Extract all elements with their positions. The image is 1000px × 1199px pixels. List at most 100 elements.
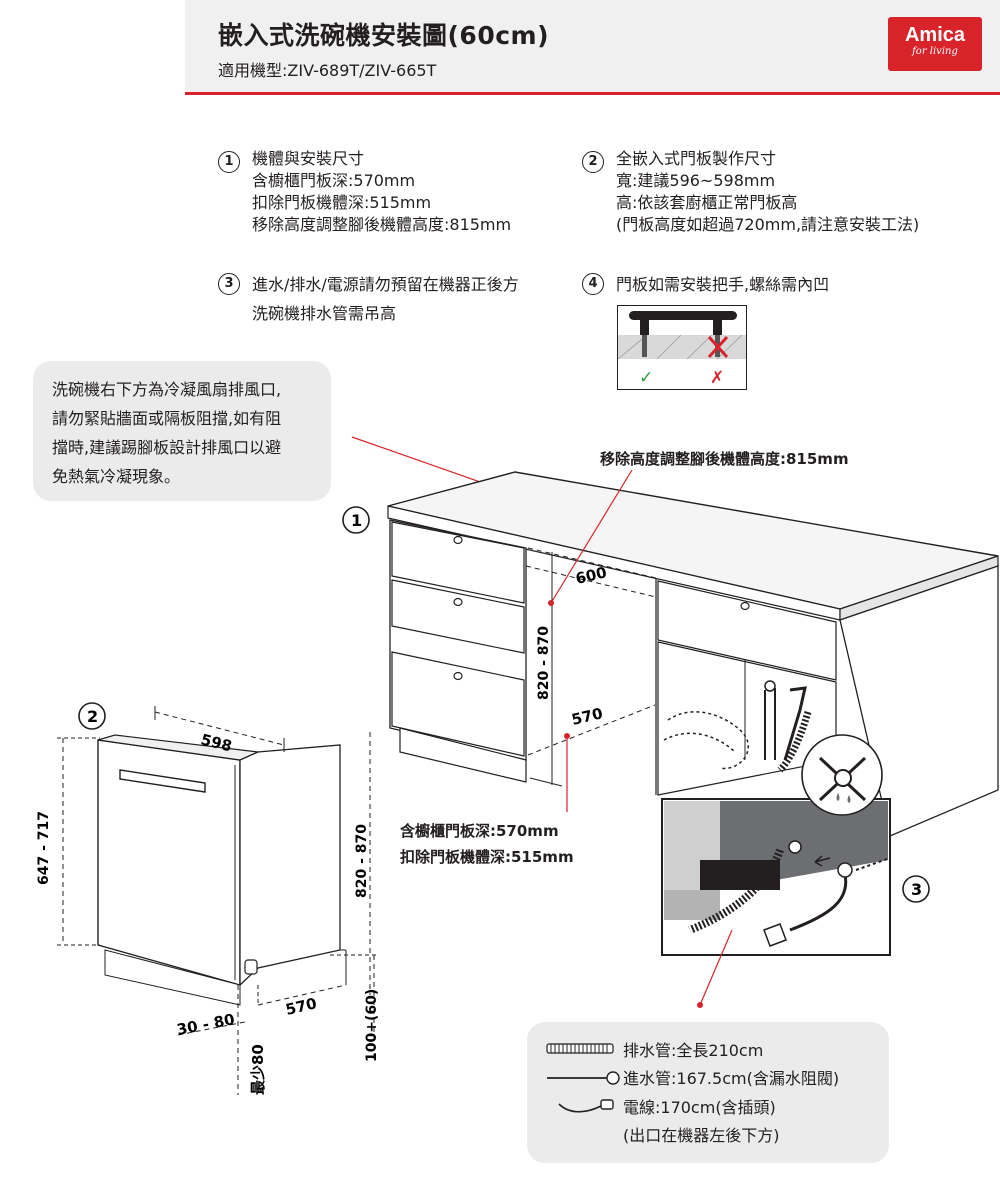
hose-route — [663, 732, 736, 753]
diagram-number-1 — [342, 506, 370, 534]
spec-4: 門板如需安裝把手,螺絲需內凹 — [616, 270, 829, 299]
spec-4-number: 4 — [582, 273, 604, 295]
inlet-connector — [788, 840, 802, 854]
note-line: 洗碗機右下方為冷凝風扇排風口, — [52, 380, 282, 399]
spec-3: 進水/排水/電源請勿預留在機器正後方 洗碗機排水管需吊高 — [252, 270, 519, 328]
dim-side-bottom-gap: 30 - 80 — [175, 1010, 236, 1039]
legend-item: 排水管:全長210cm — [623, 1041, 764, 1060]
hose-route — [667, 711, 749, 770]
dim-side-plinth: 100+(60) — [364, 989, 380, 1062]
spec-3-number: 3 — [218, 273, 240, 295]
page-subtitle: 適用機型:ZIV-689T/ZIV-665T — [218, 61, 437, 80]
power-plug-icon — [600, 1099, 614, 1110]
inlet-hose-nut — [606, 1071, 620, 1085]
page-title: 嵌入式洗碗機安裝圖(60cm) — [218, 21, 550, 50]
drawer-knob — [453, 597, 463, 607]
spec-3-title: 進水/排水/電源請勿預留在機器正後方 — [252, 275, 519, 294]
legend-leader-dot — [697, 1002, 703, 1008]
opening-depth-line — [527, 704, 656, 756]
spec-4-title: 門板如需安裝把手,螺絲需內凹 — [616, 275, 830, 294]
power-cord-icon — [558, 1103, 602, 1113]
note-line: 請勿緊貼牆面或隔板阻擋,如有阻 — [52, 409, 282, 428]
spec-1: 機體與安裝尺寸 含櫥櫃門板深:570mm 扣除門板機體深:515mm 移除高度調… — [252, 148, 511, 236]
handle-inset: ✓ ✗ — [617, 305, 747, 390]
spec-2-line: (門板高度如超過720mm,請注意安裝工法) — [616, 215, 920, 234]
spec-1-title: 機體與安裝尺寸 — [252, 149, 365, 168]
drawer-knob — [453, 535, 463, 545]
drawer-2 — [391, 579, 525, 654]
note-line: 擋時,建議踢腳板設計排風口以避 — [52, 438, 282, 457]
spec-2-line: 高:依該套廚櫃正常門板高 — [616, 193, 798, 212]
legend-item: 進水管:167.5cm(含漏水阻閥) — [623, 1069, 840, 1088]
dim-line-bottom-gap — [177, 1021, 246, 1036]
opening-top-edge — [527, 547, 657, 579]
diagram-number-3-text: 3 — [911, 880, 922, 899]
side-plinth — [104, 949, 241, 1006]
water-drop-icon — [836, 793, 851, 803]
logo-tagline: for living — [912, 46, 958, 57]
side-foot — [244, 959, 258, 975]
detail-drain-hose — [688, 848, 784, 934]
diagram-number-1-text: 1 — [351, 511, 362, 530]
right-drawer — [657, 580, 837, 681]
water-valve — [764, 680, 776, 692]
diagram-number-2 — [78, 702, 106, 730]
side-appliance-body — [239, 744, 341, 987]
handle-post-right — [713, 319, 722, 335]
dim-line-570 — [257, 984, 347, 1006]
screw-recessed — [642, 335, 647, 357]
spec-2-line: 寬:建議596~598mm — [616, 171, 776, 190]
spec-2-number: 2 — [582, 151, 604, 173]
note-line: 免熱氣冷凝現象。 — [52, 467, 181, 486]
dim-side-min: 最少80 — [249, 1044, 267, 1095]
spec-1-line: 移除高度調整腳後機體高度:815mm — [252, 215, 512, 234]
drain-hose-ribs — [550, 1044, 608, 1053]
ng-x-icon: ✗ — [710, 368, 724, 388]
detail-hose-exit — [855, 857, 891, 871]
detail-inlet-hose — [789, 874, 848, 932]
header: 嵌入式洗碗機安裝圖(60cm) 適用機型:ZIV-689T/ZIV-665T A… — [0, 0, 1000, 96]
depth-callout-line: 含櫥櫃門板深:570mm — [400, 822, 559, 840]
legend-box: 排水管:全長210cm 進水管:167.5cm(含漏水阻閥) 電線:170cm(… — [527, 1022, 889, 1163]
ng-cross-icon — [707, 335, 729, 359]
drain-pipe — [783, 686, 807, 761]
dim-width: 600 — [574, 563, 609, 588]
ok-check-icon: ✓ — [639, 368, 653, 388]
opening-width-dim — [525, 565, 657, 598]
legend-leader — [699, 929, 733, 1006]
dim-line-598 — [154, 711, 285, 746]
diagram-number-3 — [902, 875, 930, 903]
header-rule — [185, 92, 1000, 95]
spec-1-line: 含櫥櫃門板深:570mm — [252, 171, 416, 190]
diagram-number-2-text: 2 — [87, 707, 98, 726]
legend-icons — [546, 1043, 620, 1113]
panel-hatch — [617, 334, 743, 360]
spec-1-line: 扣除門板機體深:515mm — [252, 193, 432, 212]
amica-logo: Amica for living — [888, 17, 982, 71]
dim-height: 820 - 870 — [536, 626, 552, 700]
water-pipe — [764, 688, 776, 760]
legend-item: (出口在機器左後下方) — [623, 1126, 780, 1145]
legend-item: 電線:170cm(含插頭) — [623, 1098, 776, 1117]
depth-callout-line: 扣除門板機體深:515mm — [400, 848, 574, 866]
detail-appliance-base — [664, 890, 720, 920]
magnifier-fitting — [834, 769, 852, 787]
opening-floor — [529, 777, 563, 787]
height-callout: 移除高度調整腳後機體高度:815mm — [600, 450, 849, 468]
handle-post-left — [640, 319, 649, 335]
arrow-icon — [814, 855, 831, 867]
left-plinth — [399, 727, 527, 783]
note-box: 洗碗機右下方為冷凝風扇排風口, 請勿緊貼牆面或隔板阻擋,如有阻 擋時,建議踢腳板… — [33, 361, 331, 501]
detail-hose-nut — [763, 923, 787, 947]
dim-side-height-left: 647 - 717 — [36, 811, 52, 885]
drawer-3 — [391, 651, 525, 757]
drawer-1 — [391, 521, 525, 604]
header-background — [185, 0, 1000, 94]
handle-bar — [629, 311, 737, 320]
drawer-knob — [453, 671, 463, 681]
spec-2: 全嵌入式門板製作尺寸 寬:建議596~598mm 高:依該套廚櫃正常門板高 (門… — [616, 148, 919, 236]
depth-callout: 含櫥櫃門板深:570mm 扣除門板機體深:515mm — [400, 818, 574, 870]
detail-base-shadow — [700, 860, 780, 890]
height-leader — [550, 469, 633, 604]
